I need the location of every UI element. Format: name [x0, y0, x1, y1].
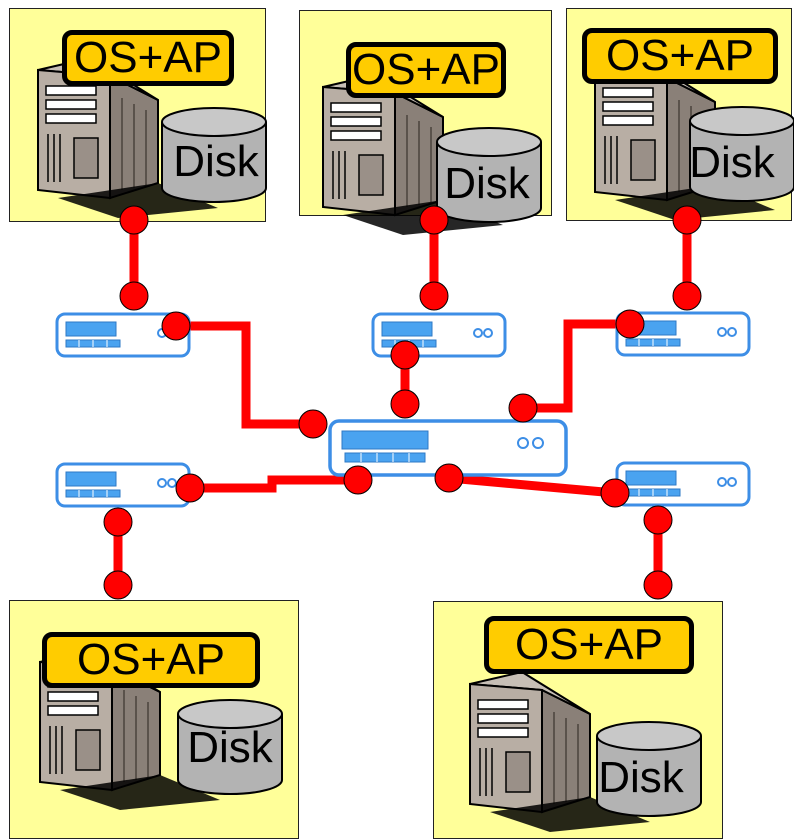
- os-ap-badge: OS+AP: [42, 632, 260, 688]
- cable: [176, 321, 313, 429]
- disk-icon: Disk: [436, 127, 542, 223]
- connection-dots: [103, 205, 702, 600]
- cable: [190, 475, 358, 493]
- disk-label: Disk: [444, 159, 531, 208]
- disk-label: Disk: [598, 753, 685, 802]
- os-ap-badge: OS+AP: [346, 42, 506, 98]
- os-ap-badge: OS+AP: [582, 28, 778, 84]
- disk-icon: Disk: [596, 721, 702, 817]
- switch-icon: [55, 462, 191, 508]
- switch-icon: [615, 461, 751, 507]
- os-ap-badge: OS+AP: [62, 30, 234, 86]
- disk-icon: Disk: [161, 107, 267, 203]
- os-ap-badge: OS+AP: [484, 616, 694, 674]
- disk-label: Disk: [187, 723, 274, 772]
- disk-icon: Disk: [689, 106, 794, 202]
- disk-icon: Disk: [177, 699, 283, 795]
- disk-label: Disk: [689, 138, 776, 187]
- cable: [448, 473, 616, 498]
- disk-label: Disk: [173, 137, 260, 186]
- cable: [523, 319, 630, 413]
